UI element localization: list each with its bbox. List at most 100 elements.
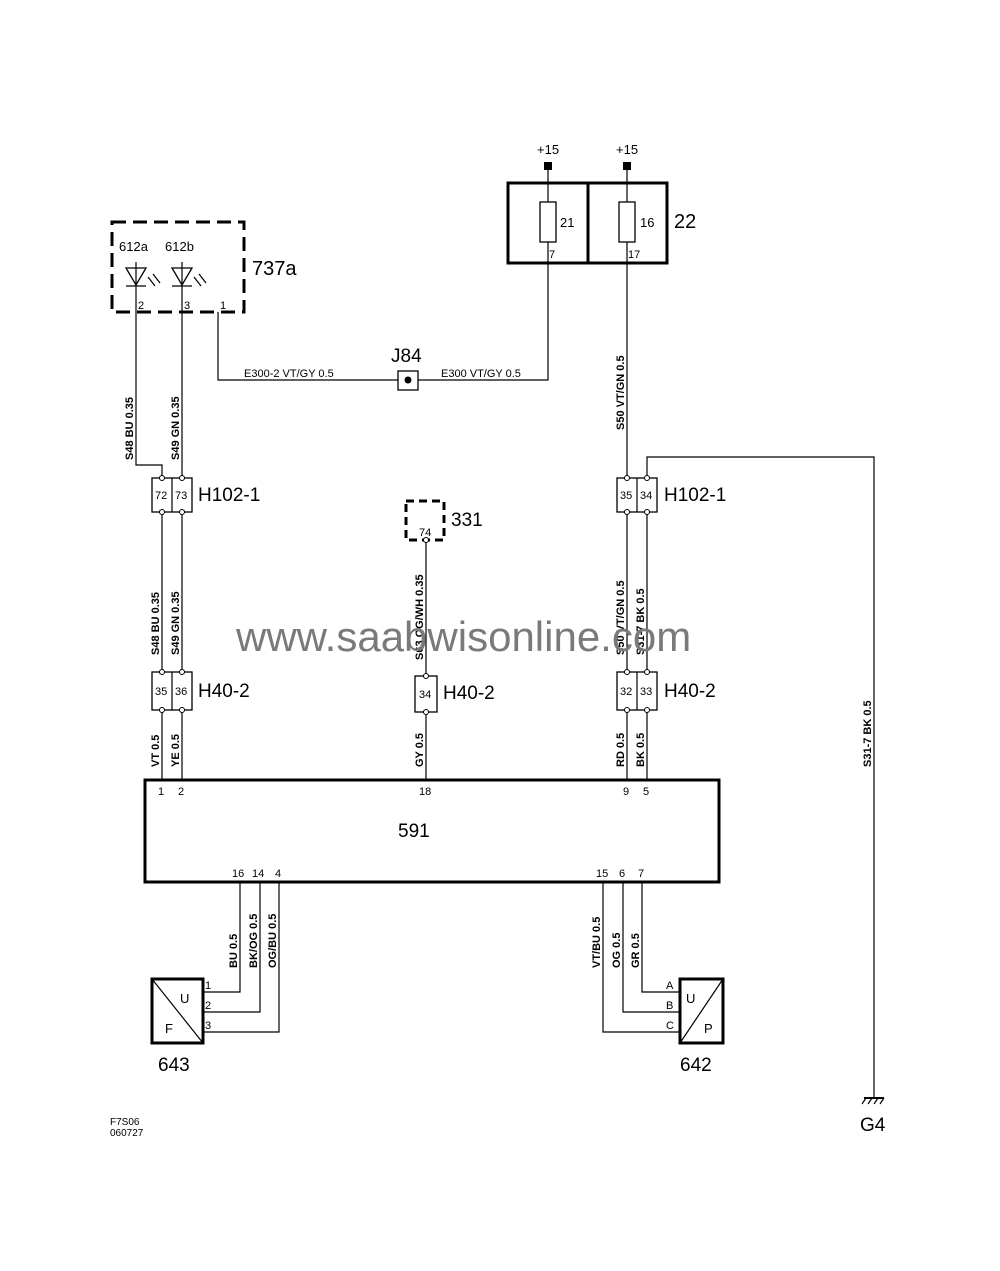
connector-label: H102-1 [664, 485, 726, 506]
led-pin-1: 1 [220, 300, 226, 312]
pin-label: 9 [623, 786, 629, 798]
sensor-643: U F 1 2 3 643 [150, 977, 211, 1076]
wire-label: S49 GN 0.35 [170, 591, 182, 655]
fuse-16-pin: 17 [628, 249, 640, 261]
pin-label: 4 [275, 868, 281, 880]
led-diode-icon [170, 262, 207, 312]
pin-label: B [666, 1000, 673, 1012]
pin-label: 7 [638, 868, 644, 880]
supply-terminal-b [623, 162, 631, 170]
connector-label: H40-2 [664, 681, 716, 702]
connector-label: H40-2 [443, 683, 495, 704]
wire-label: GR 0.5 [630, 933, 642, 968]
wire-label: S63 OG/WH 0.35 [414, 574, 426, 660]
sensor-f-label: F [165, 1021, 173, 1036]
pin-label: 1 [158, 786, 164, 798]
watermark: www.saabwisonline.com [235, 613, 691, 660]
fuse-21-label: 21 [560, 215, 574, 230]
connector-h40-mid: 34 H40-2 [414, 673, 495, 715]
wire-label: YE 0.5 [170, 734, 182, 767]
wires [135, 170, 875, 1098]
connector-h102-left: 72 73 H102-1 [151, 475, 260, 515]
wire-label: S31-7 BK 0.5 [862, 700, 874, 767]
wire-label: S49 GN 0.35 [170, 396, 182, 460]
fuse-21-pin: 7 [549, 249, 555, 261]
footer-code: F7S06 [110, 1117, 140, 1128]
pin-label: 34 [640, 490, 652, 502]
wire-label: E300 VT/GY 0.5 [441, 368, 521, 380]
footer-date: 060727 [110, 1128, 144, 1139]
fuse-box: +15 +15 21 16 7 17 22 [506, 142, 696, 265]
wire-label: BK 0.5 [635, 733, 647, 767]
splice-j84: J84 [391, 346, 422, 391]
wire-label: S31-7 BK 0.5 [635, 588, 647, 655]
pin-label: 74 [419, 527, 431, 539]
pin-label: 3 [205, 1020, 211, 1032]
splice-label: J84 [391, 346, 422, 367]
pin-label: 5 [643, 786, 649, 798]
led-unit: 612a 612b 2 3 1 737a [110, 220, 297, 314]
pin-label: 16 [232, 868, 244, 880]
pin-label: 14 [252, 868, 264, 880]
wire-label: VT 0.5 [150, 735, 162, 767]
led-unit-label: 737a [252, 258, 297, 280]
switch-label: 331 [451, 510, 483, 531]
sensor-label: 643 [158, 1055, 190, 1076]
wire-label: BU 0.5 [228, 934, 240, 968]
wire-label: RD 0.5 [615, 733, 627, 767]
pin-label: 73 [175, 490, 187, 502]
connector-h40-left: 35 36 H40-2 [151, 669, 250, 713]
connector-label: H40-2 [198, 681, 250, 702]
pin-label: 35 [620, 490, 632, 502]
pin-label: 15 [596, 868, 608, 880]
wire-label: E300-2 VT/GY 0.5 [244, 368, 334, 380]
pin-label: 2 [178, 786, 184, 798]
led-diode-icon [124, 262, 161, 312]
wire-label: OG 0.5 [611, 933, 623, 968]
pin-label: 35 [155, 686, 167, 698]
pin-label: 72 [155, 490, 167, 502]
pin-label: 32 [620, 686, 632, 698]
pin-label: 34 [419, 689, 431, 701]
ground-g4: G4 [860, 1097, 886, 1136]
fuse-box-label: 22 [674, 211, 696, 233]
supply-label-a: +15 [537, 142, 559, 157]
wire-label: BK/OG 0.5 [248, 914, 260, 968]
wire-label: S50 VT/GN 0.5 [615, 580, 627, 655]
sensor-642: U P A B C 642 [666, 977, 725, 1076]
wire-label: S48 BU 0.35 [124, 397, 136, 460]
wire-label: GY 0.5 [414, 733, 426, 767]
pin-label: C [666, 1020, 674, 1032]
pin-label: 33 [640, 686, 652, 698]
control-module: 1 2 18 9 5 591 16 14 4 15 6 7 [143, 778, 721, 884]
pin-label: 18 [419, 786, 431, 798]
connector-h102-right: 35 34 H102-1 [616, 475, 726, 515]
connector-h40-right: 32 33 H40-2 [616, 669, 716, 713]
supply-terminal-a [544, 162, 552, 170]
pin-label: 2 [205, 1000, 211, 1012]
sensor-label: 642 [680, 1055, 712, 1076]
led-pin-2: 2 [138, 300, 144, 312]
wire-label: VT/BU 0.5 [591, 917, 603, 968]
ground-label: G4 [860, 1115, 886, 1136]
supply-label-b: +15 [616, 142, 638, 157]
fuse-16-label: 16 [640, 215, 654, 230]
pin-label: 36 [175, 686, 187, 698]
led-612a-label: 612a [119, 239, 149, 254]
pin-label: 1 [205, 980, 211, 992]
module-label: 591 [398, 821, 430, 842]
sensor-u-label: U [686, 991, 695, 1006]
sensor-u-label: U [180, 991, 189, 1006]
connector-label: H102-1 [198, 485, 260, 506]
wire-labels: E300-2 VT/GY 0.5 E300 VT/GY 0.5 S48 BU 0… [124, 355, 874, 968]
led-pin-3: 3 [184, 300, 190, 312]
wire-label: S50 VT/GN 0.5 [615, 355, 627, 430]
led-612b-label: 612b [165, 239, 194, 254]
switch-331: 74 331 [404, 499, 483, 543]
pin-label: 6 [619, 868, 625, 880]
wire-label: OG/BU 0.5 [267, 914, 279, 968]
sensor-p-label: P [704, 1021, 713, 1036]
ground-icon [861, 1097, 885, 1105]
pin-label: A [666, 980, 674, 992]
